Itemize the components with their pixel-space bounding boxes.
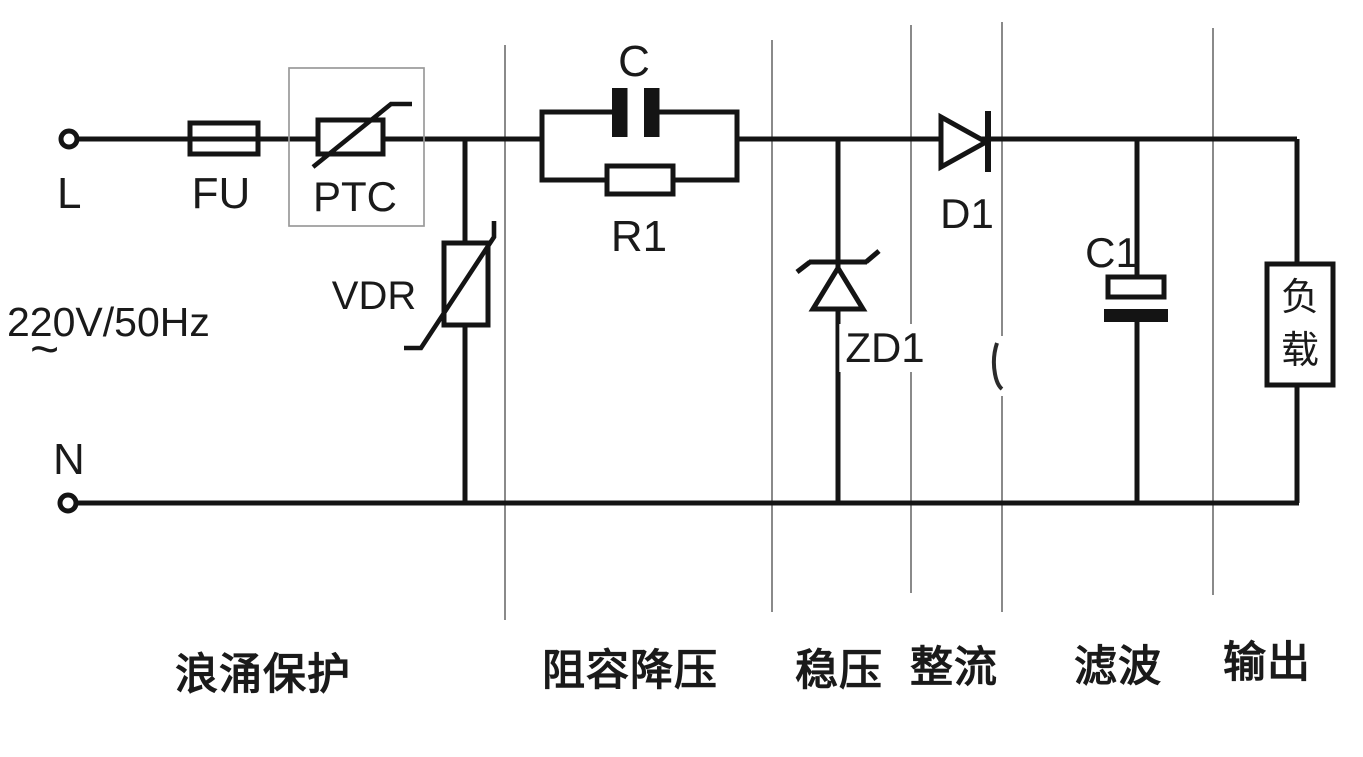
label-r1: R1 xyxy=(610,212,668,261)
l-terminal xyxy=(58,128,80,150)
load-box xyxy=(1264,261,1336,388)
capacitor-c-symbol xyxy=(612,88,660,137)
ac-symbol: ~ xyxy=(30,321,60,377)
neutral-terminal-label: N xyxy=(53,435,85,484)
resistor-r1-symbol xyxy=(604,163,676,197)
label-zd1: ZD1 xyxy=(839,324,931,372)
label-ptc: PTC xyxy=(313,173,397,220)
section-label-filtering: 滤波 xyxy=(1074,643,1162,691)
wires xyxy=(77,136,1300,506)
capacitor-c1-symbol xyxy=(1104,274,1168,322)
load-char-bottom: 载 xyxy=(1280,330,1319,372)
n-terminal xyxy=(57,492,79,514)
label-vdr: VDR xyxy=(331,274,417,318)
artifact-smudge xyxy=(974,336,1010,396)
label-c: C xyxy=(618,37,650,86)
section-label-rectification: 整流 xyxy=(910,644,998,692)
zener-zd1-symbol xyxy=(795,249,881,312)
load-label: 负 载 xyxy=(1267,264,1333,385)
section-label-output: 输出 xyxy=(1223,639,1311,687)
load-char-top: 负 xyxy=(1280,277,1319,319)
ptc-symbol xyxy=(311,101,412,169)
section-label-surge-protection: 浪涌保护 xyxy=(175,651,351,699)
live-terminal-label: L xyxy=(57,169,82,218)
fuse-symbol xyxy=(187,120,261,157)
voltage-label: 220V/50Hz xyxy=(7,299,210,345)
rc-dropper-block xyxy=(539,88,740,197)
section-divider-lines xyxy=(504,22,1214,620)
label-d1: D1 xyxy=(940,190,994,237)
ptc-box xyxy=(288,67,425,227)
label-c1: C1 xyxy=(1085,229,1139,276)
section-label-rc-dropper: 阻容降压 xyxy=(542,647,718,695)
section-label-regulation: 稳压 xyxy=(795,647,883,695)
label-fu: FU xyxy=(191,169,251,218)
diode-d1-symbol xyxy=(938,111,992,172)
vdr-symbol xyxy=(404,221,497,351)
